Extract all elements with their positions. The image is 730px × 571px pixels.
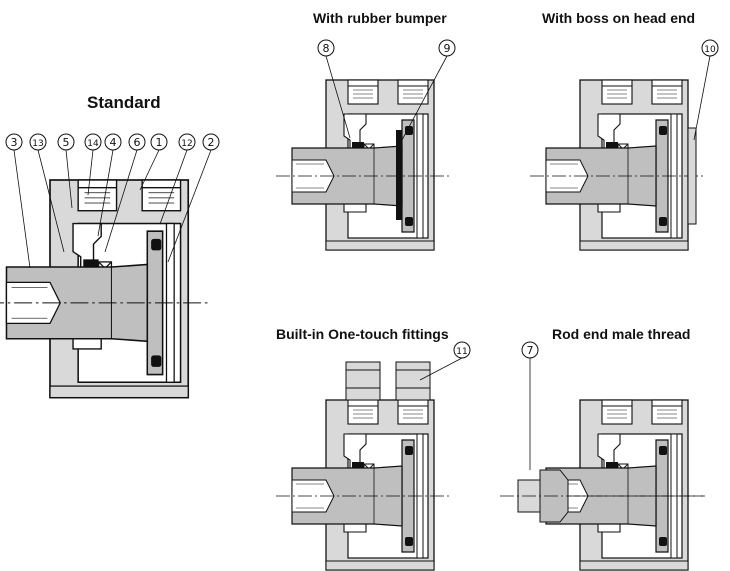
rubber-bumper-callouts: 8 9 xyxy=(317,39,456,141)
callout-12: 12 xyxy=(181,139,192,149)
callout-3: 3 xyxy=(11,136,18,149)
callout-14: 14 xyxy=(87,139,99,149)
one-touch-cylinder xyxy=(275,361,452,571)
callout-9: 9 xyxy=(444,42,451,55)
callout-2: 2 xyxy=(208,136,215,149)
boss-head-end-cylinder xyxy=(529,79,706,251)
male-thread-cylinder xyxy=(500,399,706,571)
one-touch-title: Built-in One-touch fittings xyxy=(276,326,449,342)
callout-5: 5 xyxy=(63,136,70,149)
male-thread-callouts: 7 xyxy=(521,341,539,470)
boss-head-end-callouts: 10 xyxy=(693,39,719,141)
callout-1: 1 xyxy=(156,136,163,149)
callout-10: 10 xyxy=(704,45,716,55)
rubber-bumper-title: With rubber bumper xyxy=(313,10,447,26)
boss-head-end-title: With boss on head end xyxy=(542,10,696,26)
standard-title: Standard xyxy=(87,93,161,112)
rubber-bumper-cylinder xyxy=(275,79,452,251)
callout-6: 6 xyxy=(134,136,141,149)
callout-13: 13 xyxy=(32,139,43,149)
standard-callouts: 3 13 5 14 4 6 1 12 2 xyxy=(5,133,220,269)
standard-cylinder xyxy=(0,179,211,399)
callout-4: 4 xyxy=(110,136,117,149)
callout-7: 7 xyxy=(527,344,534,357)
callout-11: 11 xyxy=(456,347,467,357)
male-thread-title: Rod end male thread xyxy=(552,326,691,342)
callout-8: 8 xyxy=(323,42,330,55)
one-touch-callouts: 11 xyxy=(419,341,471,381)
